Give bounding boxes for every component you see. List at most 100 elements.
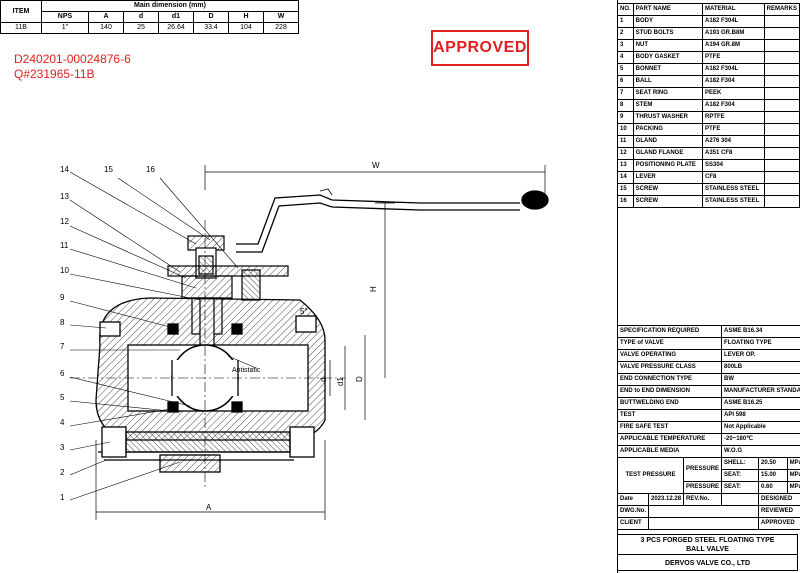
cell-h: 104 [228,22,264,34]
callout-6: 6 [60,369,65,378]
part-remarks [763,15,800,28]
part-remarks [763,63,800,76]
cell-w: 228 [263,22,299,34]
part-name: SCREW [632,183,704,196]
callout-14: 14 [60,165,69,174]
spec-value: MANUFACTURER STANDARD [721,385,800,398]
valve-section-drawing: 14 15 16 13 12 11 10 9 8 7 6 5 4 3 2 1 W… [60,161,549,520]
part-no: 11 [617,135,634,148]
title-line-1: 3 PCS FORGED STEEL FLOATING TYPE [640,537,775,544]
seat1-label: SEAT: [721,469,759,482]
col-a: A [88,11,124,23]
part-remarks [763,123,800,136]
part-no: 16 [617,195,634,208]
part-remarks [763,75,800,88]
callout-8: 8 [60,318,65,327]
reviewed-label: REVIEWED [757,505,800,518]
spec-value: -20~180℃ [721,433,800,446]
dim-big-d-label: D [355,376,364,382]
part-material: CF8 [702,171,765,184]
part-remarks [763,39,800,52]
part-remarks [763,135,800,148]
dim-angle-label: 5° [300,307,308,316]
test-pressure-row: TEST PRESSURE PRESSURE SHELL: 20.50 MPa [616,457,800,494]
date-row: Date 2023.12.28 REV.No. DESIGNED [617,493,800,506]
shell-value: 20.50 [757,457,788,470]
part-material: PTFE [702,51,765,64]
part-name: STUD BOLTS [632,27,704,40]
part-material: A351 CF8 [702,147,765,160]
spec-label: TYPE of VALVE [616,337,723,350]
pressure-label-2: PRESSURE [683,481,723,494]
designed-label: DESIGNED [757,493,800,506]
approved-stamp: APPROVED [431,30,529,66]
part-no: 7 [617,87,634,100]
part-no: 10 [617,123,634,136]
part-remarks [763,51,800,64]
callout-9: 9 [60,293,65,302]
part-no: 5 [617,63,634,76]
approved-label: APPROVED [757,517,800,530]
rev-value [721,493,759,506]
part-material: A193 GR.B8M [702,27,765,40]
col-big-d: D [193,11,229,23]
part-remarks [763,195,800,208]
part-no: 9 [617,111,634,124]
date-label: Date [617,493,649,506]
company-name: DERVOS VALVE CO., LTD [617,554,798,571]
lever [236,188,549,253]
dwg-label: DWG.No. [617,505,649,518]
dwg-row: DWG.No. REVIEWED [617,505,800,518]
callout-3: 3 [60,443,65,452]
col-h: H [228,11,264,23]
spec-value: ASME B16.25 [721,397,800,410]
part-material: SS304 [702,159,765,172]
part-no: 8 [617,99,634,112]
callout-10: 10 [60,266,69,275]
part-name: BODY GASKET [632,51,704,64]
part-remarks [763,171,800,184]
cell-d: 25 [123,22,159,34]
client-value [648,517,759,530]
col-w: W [263,11,299,23]
spec-label: APPLICABLE TEMPERATURE [616,433,723,446]
test-pressure-row: SEAT: 15.00 MPa [618,469,800,482]
dwg-value [648,505,759,518]
part-no: 15 [617,183,634,196]
callout-7: 7 [60,342,65,351]
parts-header-no: NO. [617,3,634,16]
part-no: 14 [617,171,634,184]
callout-15: 15 [104,165,113,174]
leader-lines [69,171,257,501]
table-row: 11B 1" 140 25 26.64 33.4 104 228 [0,22,299,34]
part-name: SEAT RING [632,87,704,100]
spec-value: W.O.G [721,445,800,458]
spec-value: 800LB [721,361,800,374]
callout-5: 5 [60,393,65,402]
part-name: SCREW [632,195,704,208]
part-name: BODY [632,15,704,28]
callout-1: 1 [60,493,65,502]
spec-label: VALVE OPERATING [616,349,723,362]
col-d1: d1 [158,11,194,23]
spec-row: APPLICABLE TEMPERATURE-20~180℃ [616,433,800,446]
part-remarks [763,111,800,124]
spec-value: API 598 [721,409,800,422]
spec-label: TEST [616,409,723,422]
part-name: GLAND FLANGE [632,147,704,160]
part-material: STAINLESS STEEL [702,195,765,208]
dim-h-label: H [369,286,378,292]
spec-label: END to END DIMENSION [616,385,723,398]
part-name: POSITIONING PLATE [632,159,704,172]
quote-number: Q#231965-11B [14,67,95,81]
callout-12: 12 [60,217,69,226]
